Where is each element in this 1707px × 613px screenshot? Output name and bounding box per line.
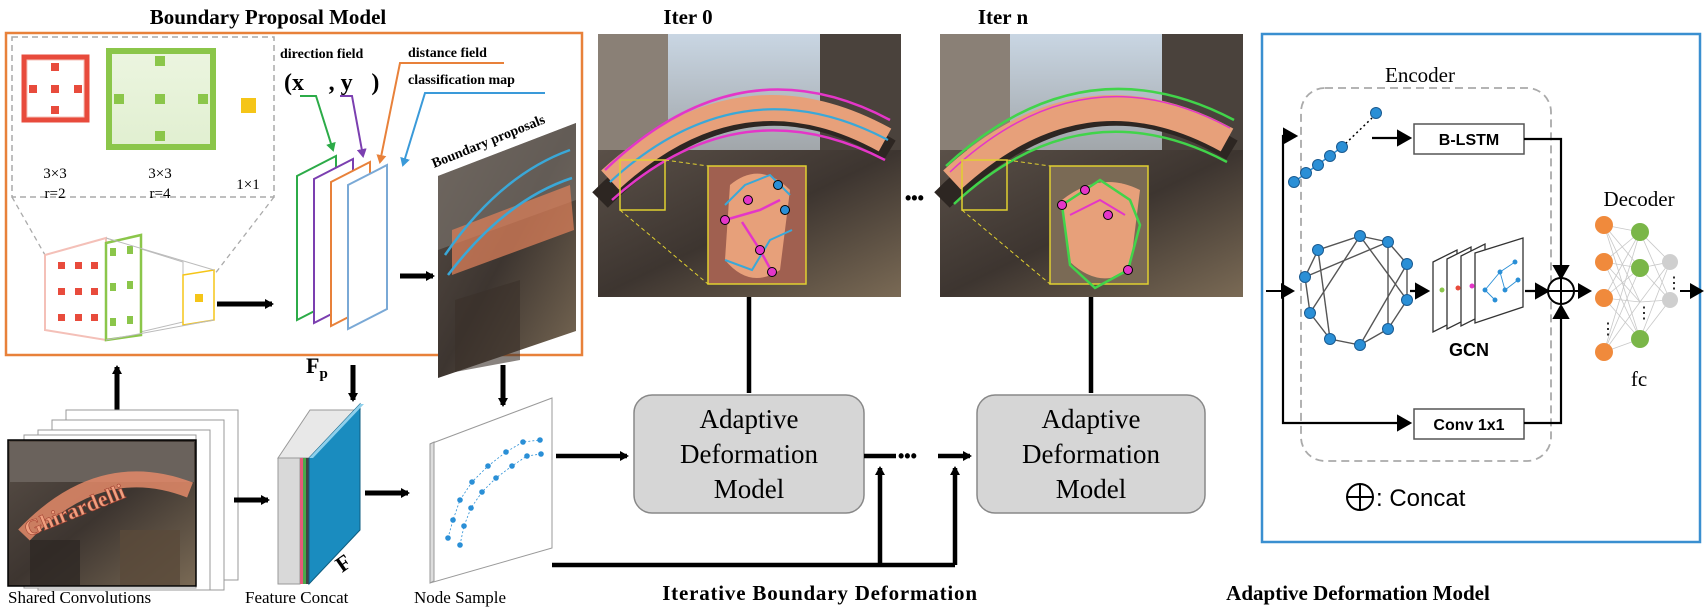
ellipsis-middle: •••: [898, 446, 917, 466]
deform-box-1-line1: Adaptive: [700, 404, 799, 434]
feature-concat-block: [277, 402, 364, 586]
encoder-label: Encoder: [1385, 63, 1455, 87]
boundary-proposals-image: [438, 123, 576, 378]
itern-image: [934, 34, 1243, 297]
zoom-line-left: [11, 196, 46, 256]
title-boundary-proposal-model: Boundary Proposal Model: [150, 5, 387, 29]
vector-xy-label: (x⃗ , y⃗): [284, 70, 379, 96]
distance-field-label: distance field: [408, 46, 487, 61]
graph-circle: [1299, 230, 1413, 351]
concat-legend-symbol: [1346, 483, 1374, 511]
deform-box-2-line1: Adaptive: [1042, 404, 1141, 434]
classification-map-arrow: [400, 92, 545, 167]
deformation-model-box-2: [976, 394, 1206, 514]
iter0-image: [592, 34, 901, 297]
blstm-to-concat: [1524, 137, 1570, 281]
deform-box-1-line2: Deformation: [680, 439, 818, 469]
kernel2-rate-label: r=4: [150, 186, 171, 202]
conv1x1-box: [1413, 408, 1525, 440]
direction-field-label: direction field: [280, 47, 364, 62]
ellipsis-top: •••: [905, 188, 924, 208]
f-label: F: [331, 549, 356, 577]
decoder-dots-1: ⋮: [1600, 321, 1616, 338]
deform-box-1-line3: Model: [714, 474, 785, 504]
node-sample-panel: [429, 397, 553, 584]
decoder-label: Decoder: [1603, 187, 1674, 211]
title-adaptive-deformation-model: Adaptive Deformation Model: [1226, 581, 1490, 605]
blstm-label: B-LSTM: [1439, 132, 1499, 149]
fc-label: fc: [1631, 367, 1647, 391]
conv-to-concat: [1524, 303, 1570, 425]
kernel-3x3-r4: [106, 48, 216, 150]
decoder-dots-3: ⋮: [1666, 275, 1682, 292]
shared-conv-stack: [7, 409, 239, 591]
title-iter-n: Iter n: [978, 5, 1029, 29]
kernel3-size-label: 1×1: [236, 177, 259, 193]
kernel1-size-label: 3×3: [43, 166, 66, 182]
blstm-box: [1413, 123, 1525, 155]
decoder-dots-2: ⋮: [1636, 305, 1652, 322]
zoom-line-right: [213, 196, 275, 276]
feature-concat-label: Feature Concat: [245, 588, 349, 607]
kernel-stack: [44, 233, 215, 342]
concat-symbol: [1547, 277, 1575, 305]
deform-box-2-line2: Deformation: [1022, 439, 1160, 469]
fp-feature-maps: [296, 154, 388, 331]
decoder-network: [1595, 216, 1678, 361]
kernel2-size-label: 3×3: [148, 166, 171, 182]
kernel1-rate-label: r=2: [45, 186, 66, 202]
adm-branch-top: [1281, 127, 1299, 291]
title-iter-0: Iter 0: [663, 5, 712, 29]
adm-branch-bottom: [1281, 291, 1413, 432]
deform-box-2-line3: Model: [1056, 474, 1127, 504]
direction-field-arrow-purple: [340, 95, 367, 158]
conv1x1-label: Conv 1x1: [1433, 417, 1504, 434]
kernel-3x3-r2: [21, 54, 90, 123]
boundary-proposal-model-box: [4, 31, 584, 357]
gcn-label: GCN: [1449, 340, 1489, 360]
concat-legend-label: : Concat: [1376, 485, 1466, 512]
gcn-stack: [1432, 237, 1524, 334]
direction-field-arrow-green: [300, 95, 336, 152]
title-iterative-boundary-deformation: Iterative Boundary Deformation: [662, 581, 978, 605]
classification-map-label: classification map: [408, 73, 515, 88]
shared-convolutions-label: Shared Convolutions: [8, 588, 151, 607]
node-sample-label: Node Sample: [414, 588, 506, 607]
distance-field-arrow: [376, 62, 408, 164]
fp-label: Fp: [306, 353, 328, 382]
kernel-1x1: [241, 98, 256, 113]
sequence-nodes: [1288, 107, 1382, 188]
